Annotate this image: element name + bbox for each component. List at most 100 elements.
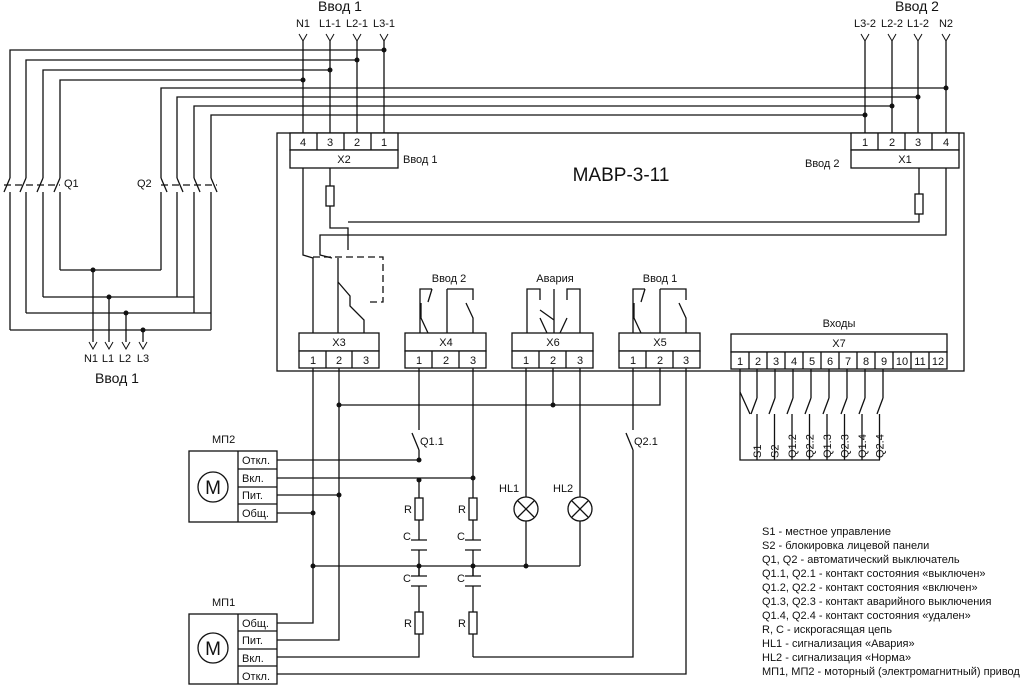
x7-pin-8: 8 <box>863 356 869 368</box>
input2-terminals: Ввод 2 L3-2 L2-2 L1-2 N2 <box>854 0 953 43</box>
x4-pin-3: 3 <box>470 355 476 367</box>
x7-pin-3: 3 <box>773 356 779 368</box>
x1-pin-4: 4 <box>943 137 949 149</box>
x7-input-q1-4: Q1.4 <box>857 434 869 458</box>
mp1-symbol: М <box>205 639 221 660</box>
legend-line: S1 - местное управление <box>762 526 891 538</box>
x4-label: Ввод 2 <box>432 273 467 285</box>
x2-label: Ввод 1 <box>403 154 438 166</box>
x7-input-s1: S1 <box>752 445 764 458</box>
external-wiring <box>277 368 687 675</box>
input2-feed-lines <box>160 41 949 178</box>
fuse-input2 <box>914 193 924 215</box>
input1-heading: Ввод 1 <box>318 0 362 14</box>
r4-label: R <box>458 618 466 630</box>
c2-label: C <box>457 531 465 543</box>
x7-input-s2: S2 <box>770 445 782 458</box>
x7-pin-7: 7 <box>845 356 851 368</box>
mp2-symbol: М <box>205 478 221 499</box>
module-title: МАВР-3-11 <box>573 165 670 186</box>
x7-pin-2: 2 <box>755 356 761 368</box>
breaker-q2-label: Q2 <box>137 178 152 190</box>
x5-pin-2: 2 <box>657 355 663 367</box>
x7-name: X7 <box>832 338 845 350</box>
x2-name: X2 <box>337 154 350 166</box>
x7-input-q2-2: Q2.2 <box>805 434 817 458</box>
r2-label: R <box>458 504 466 516</box>
terminal-block-x1: 1 2 3 4 X1 Ввод 2 <box>805 132 960 170</box>
breaker-q1-label: Q1 <box>64 178 79 190</box>
resistor-r2 <box>468 497 478 521</box>
x2-pin-2: 2 <box>354 137 360 149</box>
c4-label: C <box>457 573 465 585</box>
x7-input-q1-3: Q1.3 <box>822 434 834 458</box>
x4-pin-1: 1 <box>416 355 422 367</box>
mp2-terminal-common: Общ. <box>242 508 269 520</box>
x5-pin-1: 1 <box>630 355 636 367</box>
mp1-terminal-on: Вкл. <box>242 653 264 665</box>
mavr-module <box>276 132 965 372</box>
x6-name: X6 <box>546 337 559 349</box>
hl2-label: HL2 <box>553 483 573 495</box>
c3-label: C <box>403 573 411 585</box>
input2-terminal-l2: L2-2 <box>881 18 903 30</box>
output-terminal-l2: L2 <box>119 353 131 365</box>
x7-pin-10: 10 <box>896 356 908 368</box>
mp2-name: МП2 <box>212 434 235 446</box>
terminal-block-x2: 4 3 2 1 X2 Ввод 1 <box>289 132 438 169</box>
input2-terminal-l1: L1-2 <box>907 18 929 30</box>
rc-circuits: R R C C C C R R Q1.1 Q2.1 <box>403 436 658 635</box>
input1-terminal-n1: N1 <box>296 18 310 30</box>
x2-pin-3: 3 <box>327 137 333 149</box>
legend-line: МП1, МП2 - моторный (электромагнитный) п… <box>762 666 1020 678</box>
q11-label: Q1.1 <box>420 436 444 448</box>
terminal-block-x6: Авария X6 1 2 3 <box>511 273 594 369</box>
x2-pin-1: 1 <box>381 137 387 149</box>
x4-pin-2: 2 <box>443 355 449 367</box>
legend-line: R, C - искрогасящая цепь <box>762 624 892 636</box>
x5-name: X5 <box>653 337 666 349</box>
mp2-terminal-on: Вкл. <box>242 473 264 485</box>
output-bus: N1 L1 L2 L3 Ввод 1 <box>10 267 211 386</box>
terminal-block-x5: Ввод 1 X5 1 2 3 <box>618 273 701 369</box>
x6-label: Авария <box>536 273 573 285</box>
x7-pin-5: 5 <box>809 356 815 368</box>
mp1-terminal-common: Общ. <box>242 618 269 630</box>
output-terminal-l1: L1 <box>102 353 114 365</box>
input1-terminal-l1: L1-1 <box>319 18 341 30</box>
terminal-block-x3: X3 1 2 3 <box>298 332 380 369</box>
x1-pin-1: 1 <box>862 137 868 149</box>
x7-pin-12: 12 <box>932 356 944 368</box>
x7-input-q2-3: Q2.3 <box>840 434 852 458</box>
r3-label: R <box>404 618 412 630</box>
input2-terminal-n2: N2 <box>939 18 953 30</box>
x5-pin-3: 3 <box>683 355 689 367</box>
x7-pin-1: 1 <box>737 356 743 368</box>
legend-line: HL1 - сигнализация «Авария» <box>762 638 915 650</box>
input1-terminal-l2: L2-1 <box>346 18 368 30</box>
mp2-terminal-power: Пит. <box>242 490 263 502</box>
x7-input-q1-2: Q1.2 <box>787 434 799 458</box>
x7-pin-11: 11 <box>914 356 925 368</box>
lamp-hl1: HL1 <box>499 483 539 522</box>
output-terminal-n1: N1 <box>84 353 98 365</box>
motor-drive-mp2: МП2 М Откл. Вкл. Пит. Общ. <box>188 434 278 523</box>
x3-pin-1: 1 <box>310 355 316 367</box>
r1-label: R <box>404 504 412 516</box>
hl1-label: HL1 <box>499 483 519 495</box>
x7-pin-6: 6 <box>827 356 833 368</box>
legend-line: Q1.4, Q2.4 - контакт состояния «удален» <box>762 610 971 622</box>
x7-pin-4: 4 <box>791 356 797 368</box>
mp2-terminal-off: Откл. <box>242 455 270 467</box>
x6-pin-1: 1 <box>523 355 529 367</box>
x6-pin-2: 2 <box>550 355 556 367</box>
input1-feed-lines <box>9 41 387 178</box>
lamp-hl2: HL2 <box>553 483 593 522</box>
resistor-r1 <box>414 497 424 521</box>
terminal-block-x4: Ввод 2 X4 1 2 3 <box>404 273 487 369</box>
x7-label: Входы <box>823 318 856 330</box>
legend-line: Q1.1, Q2.1 - контакт состояния «выключен… <box>762 568 986 580</box>
input1-terminal-l3: L3-1 <box>373 18 395 30</box>
